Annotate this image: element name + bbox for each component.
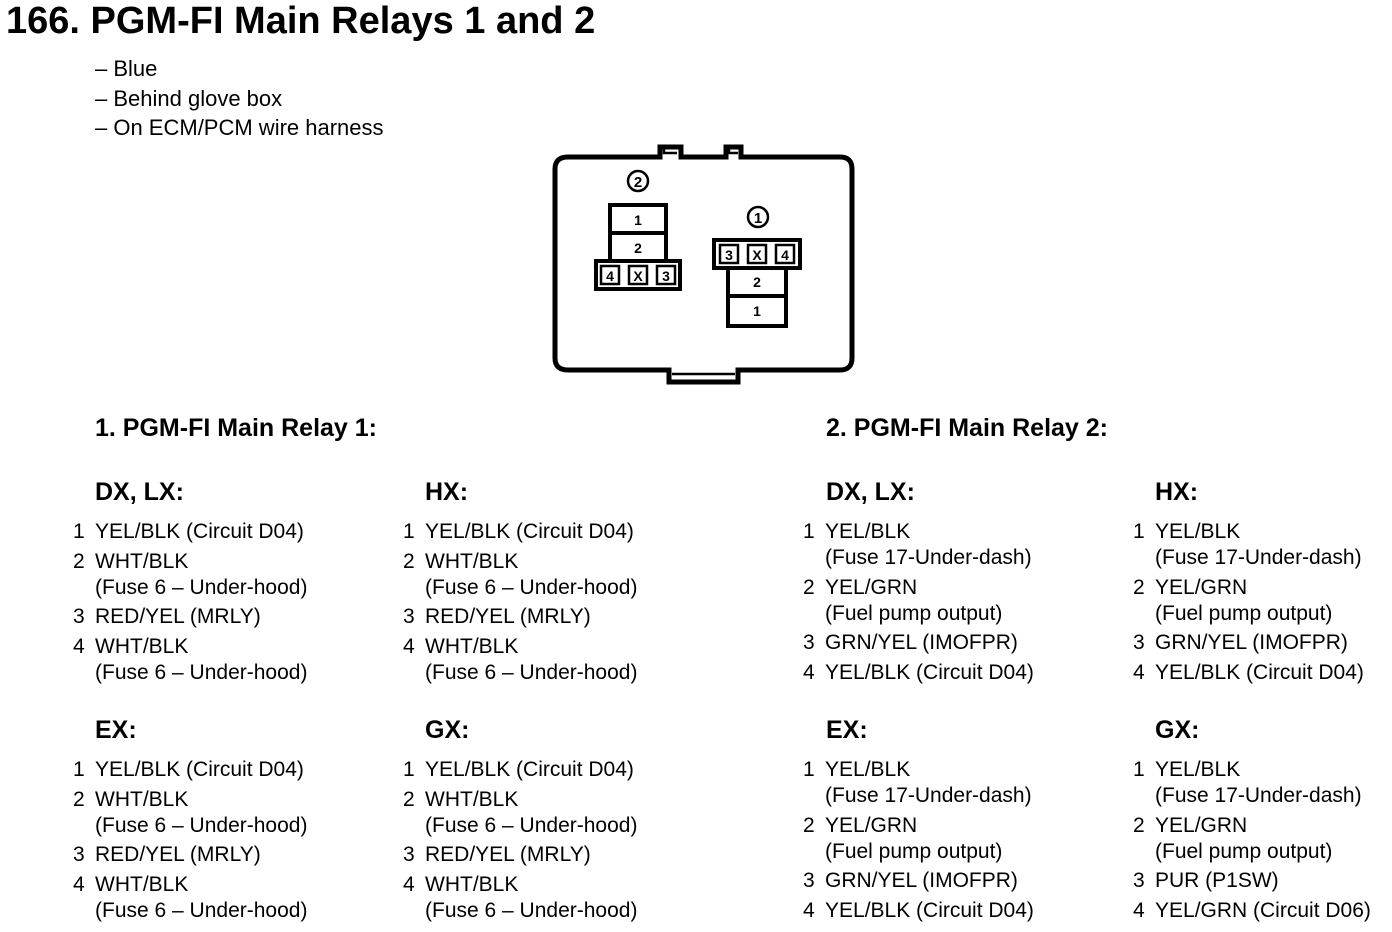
- relay1-cell-1: [726, 294, 788, 328]
- top-latch-inner-left: [662, 149, 677, 155]
- model-title-relay1-dxlx: DX, LX:: [95, 478, 184, 506]
- section-title-relay-2: 2. PGM-FI Main Relay 2:: [826, 414, 1109, 442]
- relay1-cell-1-label: 1: [753, 303, 761, 319]
- relay2-cell-1: [608, 203, 668, 235]
- relay2-pin-4: [599, 264, 621, 286]
- model-title-relay2-hx: HX:: [1155, 478, 1199, 506]
- relay2-pin-x: [627, 264, 649, 286]
- model-title-relay1-hx: HX:: [425, 478, 469, 506]
- relay1-marker-circle: [746, 205, 770, 229]
- note-color: – Blue: [95, 56, 158, 81]
- relay2-pin-3: [655, 264, 677, 286]
- model-title-relay1-ex: EX:: [95, 716, 137, 744]
- relay1-pin-4-label: 4: [781, 247, 789, 263]
- relay1-cell-2-label: 2: [753, 274, 761, 290]
- page-title: 166. PGM-FI Main Relays 1 and 2: [6, 0, 596, 42]
- relay2-pin-3-label: 3: [662, 268, 670, 284]
- model-title-relay2-gx: GX:: [1155, 716, 1200, 744]
- relay1-marker-label: 1: [754, 210, 762, 227]
- relay2-marker-circle: [626, 169, 650, 193]
- relay1-pin-3: [718, 243, 740, 265]
- relay2-cell-2-label: 2: [634, 240, 642, 256]
- model-title-relay2-dxlx: DX, LX:: [826, 478, 915, 506]
- note-location: – Behind glove box: [95, 85, 283, 111]
- note-harness: – On ECM/PCM wire harness: [95, 115, 384, 140]
- relay-connector-diagram: 2 1 2 4 X 3 1 3 X 4 2 1: [548, 140, 860, 397]
- location-notes: – Blue – Behind glove box – On ECM/PCM w…: [95, 54, 384, 143]
- section-title-relay-1: 1. PGM-FI Main Relay 1:: [95, 414, 378, 442]
- relay2-pin-4-label: 4: [606, 268, 614, 284]
- relay2-cell-1-label: 1: [634, 212, 642, 228]
- relay1-pin-x: [746, 243, 768, 265]
- top-latch-inner-right: [727, 149, 738, 155]
- relay1-pin-4: [774, 243, 796, 265]
- relay2-pin-x-label: X: [633, 268, 643, 284]
- relay-connector-svg: 2 1 2 4 X 3 1 3 X 4 2 1: [552, 144, 855, 385]
- relay1-pin-3-label: 3: [725, 247, 733, 263]
- model-title-relay1-gx: GX:: [425, 716, 470, 744]
- connector-housing: [552, 144, 855, 385]
- relay2-marker-label: 2: [634, 174, 642, 191]
- model-title-relay2-ex: EX:: [826, 716, 868, 744]
- relay1-pin-x-label: X: [752, 247, 762, 263]
